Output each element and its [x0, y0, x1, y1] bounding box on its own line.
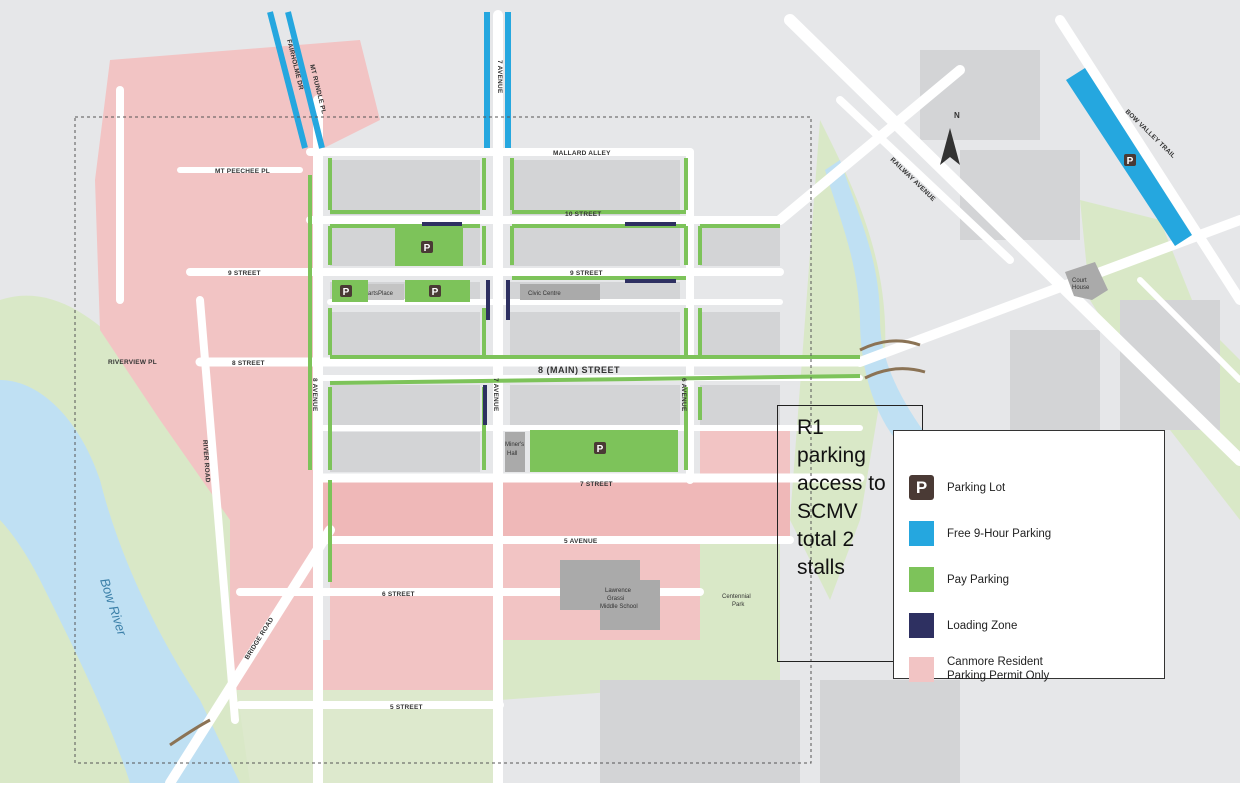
- label-6-street: 6 STREET: [382, 591, 415, 598]
- legend-label-line2: Parking Permit Only: [947, 670, 1050, 682]
- resident-permit-blocks-south: [320, 480, 790, 540]
- parking-lot-icon-centre: P: [429, 285, 441, 298]
- label-7-street: 7 STREET: [580, 481, 613, 488]
- downtown-blocks: [330, 50, 1220, 783]
- loading-zones: [422, 222, 676, 425]
- label-7-avenue-south: 7 AVENUE: [492, 378, 499, 412]
- legend-label: Parking Lot: [947, 481, 1006, 494]
- legend-label: Pay Parking: [947, 573, 1010, 586]
- label-school-1: Lawrence: [605, 588, 632, 594]
- loading-zone-swatch: [909, 613, 934, 638]
- label-court-1: Court: [1072, 278, 1087, 284]
- resident-permit-blocks-sw: [330, 540, 500, 690]
- parking-lot-icon-north: P: [421, 241, 433, 254]
- creek: [825, 160, 930, 445]
- r1-parking-callout: R1 parking access to SCMV total 2 stalls: [777, 405, 923, 662]
- label-8-avenue: 8 AVENUE: [311, 378, 318, 412]
- label-9-street-west: 9 STREET: [228, 270, 261, 277]
- label-10-street: 10 STREET: [565, 211, 601, 218]
- parking-lot-icon-bow-valley: P: [1124, 154, 1136, 167]
- label-main-street: 8 (MAIN) STREET: [538, 365, 620, 375]
- legend-item-resident-permit: Canmore Resident Parking Permit Only: [909, 655, 1049, 683]
- resident-permit-zone: [95, 40, 790, 690]
- pay-parking-swatch: [909, 567, 934, 592]
- label-river-road: RIVER ROAD: [201, 440, 211, 483]
- svg-text:P: P: [343, 287, 350, 298]
- callout-line: SCMV: [797, 500, 858, 523]
- svg-text:N: N: [954, 111, 960, 120]
- bridge-road-bridge: [169, 718, 211, 747]
- middle-school-building: [560, 560, 660, 630]
- legend-label: Canmore Resident Parking Permit Only: [947, 655, 1049, 683]
- svg-text:P: P: [432, 287, 439, 298]
- legend-label: Free 9-Hour Parking: [947, 527, 1052, 540]
- callout-line: parking: [797, 444, 866, 467]
- parking-lot-icon-west: P: [340, 285, 352, 298]
- legend-item-parking-lot: P Parking Lot: [909, 475, 1005, 500]
- label-park-2: Park: [732, 602, 745, 608]
- west-green-space: [0, 295, 300, 783]
- label-miners-hall-2: Hall: [507, 451, 517, 457]
- label-miners-hall-1: Miner's: [505, 442, 524, 448]
- callout-line: total 2: [797, 528, 855, 551]
- label-mt-peechee: MT PEECHEE PL: [215, 168, 270, 175]
- bridge-rail-north: [859, 339, 921, 352]
- north-arrow-icon: N: [940, 111, 960, 165]
- bow-river: [0, 380, 240, 783]
- label-park-1: Centennial: [722, 594, 751, 600]
- label-school-2: Grassi: [607, 596, 624, 602]
- svg-text:P: P: [597, 444, 604, 455]
- free-parking-streets: [267, 11, 511, 149]
- label-mallard-alley: MALLARD ALLEY: [553, 150, 611, 157]
- label-5-avenue: 5 AVENUE: [564, 538, 598, 545]
- map-legend: P Parking Lot Free 9-Hour Parking Pay Pa…: [893, 430, 1165, 682]
- svg-text:P: P: [424, 243, 431, 254]
- downtown-boundary: [74, 116, 812, 764]
- civic-centre-building: [520, 284, 600, 300]
- resident-permit-swatch: [909, 656, 934, 682]
- court-house-building: [1065, 262, 1108, 300]
- callout-line: R1: [797, 416, 824, 439]
- artsplace-building: [368, 284, 404, 300]
- label-5-street: 5 STREET: [390, 704, 423, 711]
- road-network: [116, 10, 1240, 788]
- label-riverview: RIVERVIEW PL: [108, 359, 157, 366]
- legend-item-free-parking: Free 9-Hour Parking: [909, 521, 1051, 546]
- label-6-avenue: 6 AVENUE: [680, 378, 687, 412]
- legend-item-loading-zone: Loading Zone: [909, 613, 1017, 638]
- legend-item-pay-parking: Pay Parking: [909, 567, 1009, 592]
- legend-label: Loading Zone: [947, 619, 1018, 632]
- label-9-street-east: 9 STREET: [570, 270, 603, 277]
- callout-line: access to: [797, 472, 886, 495]
- parking-lot-icon-south: P: [594, 442, 606, 455]
- label-civic-centre: Civic Centre: [528, 291, 561, 297]
- parking-lot-icon: P: [909, 475, 934, 500]
- label-8-street: 8 STREET: [232, 360, 265, 367]
- miners-hall-building: [505, 432, 525, 472]
- label-7-avenue-north: 7 AVENUE: [496, 60, 503, 94]
- callout-line: stalls: [797, 556, 845, 579]
- bridge-rail-south: [864, 367, 926, 380]
- label-artsplace: artsPlace: [368, 291, 394, 297]
- label-school-3: Middle School: [600, 604, 638, 610]
- legend-label-line1: Canmore Resident: [947, 656, 1043, 668]
- svg-text:P: P: [1127, 156, 1134, 167]
- label-court-2: House: [1072, 285, 1090, 291]
- free-parking-swatch: [909, 521, 934, 546]
